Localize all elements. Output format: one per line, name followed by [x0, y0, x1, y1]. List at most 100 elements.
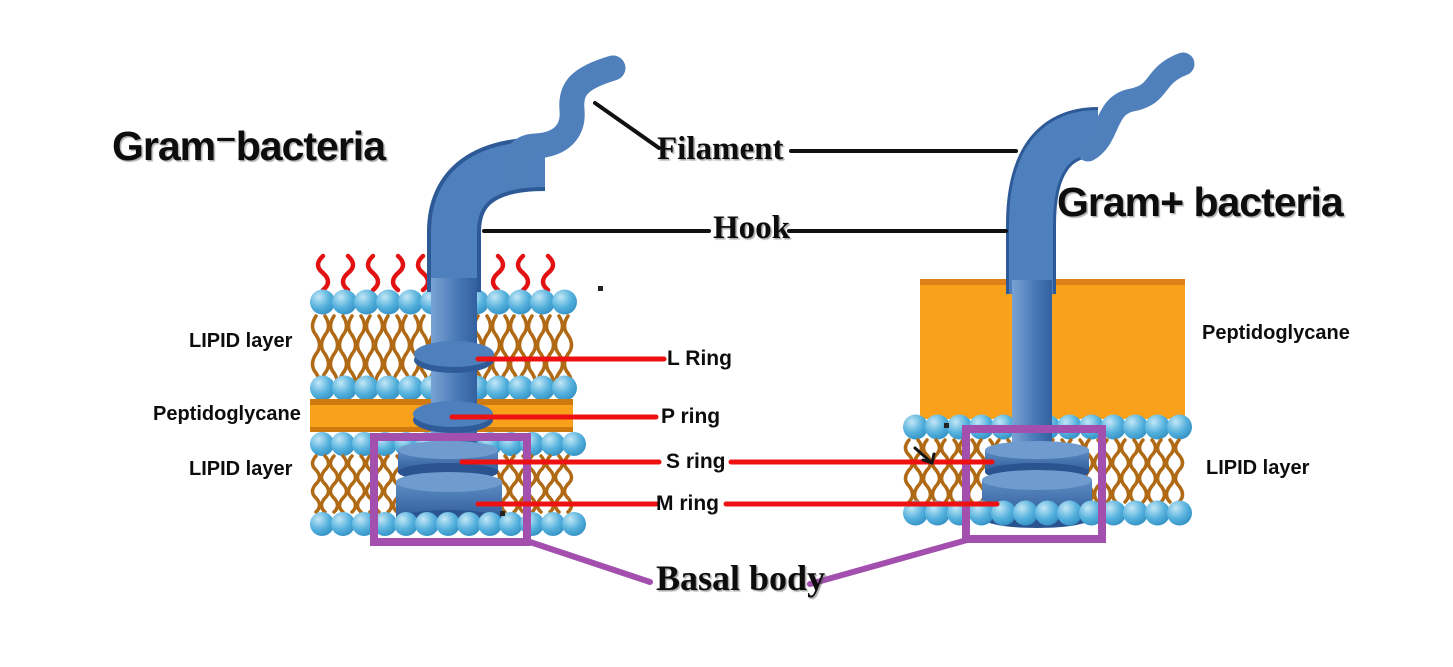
- lps-squiggle-icon: [340, 253, 356, 293]
- lipid-tail-icon: [373, 314, 385, 356]
- lipid-tail-icon: [1155, 468, 1167, 504]
- lipid-tail-icon: [939, 438, 951, 472]
- lipid-tail-icon: [1146, 438, 1158, 472]
- lipid-tail-icon: [1164, 468, 1176, 504]
- lipid-head-icon: [1057, 500, 1082, 526]
- p-ring-shape: [413, 401, 493, 427]
- lipid-head-icon: [331, 512, 355, 536]
- basal-body-label: Basal body: [656, 558, 826, 598]
- lipid-tail-icon: [562, 482, 574, 514]
- lipid-tail-icon: [1173, 438, 1185, 472]
- lipid-head-icon: [478, 512, 502, 536]
- lipid-tail-icon: [975, 438, 987, 472]
- lipid-tail-icon: [319, 482, 331, 514]
- lipid-tail-icon: [1137, 468, 1149, 504]
- lipid-tail-icon: [1137, 438, 1149, 472]
- lipid-tail-icon: [346, 314, 358, 356]
- filament-pointer-line-left: [593, 101, 661, 150]
- lipid-tail-icon: [930, 468, 942, 504]
- lipid-tail-icon: [562, 314, 574, 356]
- lipid-tail-icon: [1173, 468, 1185, 504]
- lipid-head-icon: [530, 289, 555, 315]
- lipid-tail-icon: [939, 468, 951, 504]
- left-peptidoglycan-label: Peptidoglycane: [153, 403, 301, 425]
- lipid-tail-icon: [355, 314, 367, 356]
- lipid-head-icon: [969, 500, 994, 526]
- lipid-tail-icon: [400, 314, 412, 356]
- left-lipid-layer-bottom-label: LIPID layer: [189, 458, 293, 480]
- lipid-tail-icon: [337, 454, 349, 486]
- lipid-head-icon: [310, 432, 334, 456]
- lipid-tail-icon: [526, 314, 538, 356]
- title-gram-negative: Gram⁻bacteria: [112, 123, 386, 169]
- basal-disc: [396, 472, 502, 492]
- speck-dot: [944, 423, 949, 428]
- lipid-tail-icon: [319, 454, 331, 486]
- lipid-head-icon: [530, 375, 555, 401]
- lipid-head-icon: [562, 512, 586, 536]
- lipid-head-icon: [499, 512, 523, 536]
- lipid-tail-icon: [912, 468, 924, 504]
- lipid-tail-icon: [535, 314, 547, 356]
- filament-shape: [1076, 52, 1195, 162]
- lipid-tail-icon: [382, 482, 394, 514]
- lipid-head-icon: [925, 500, 950, 526]
- lipid-head-icon: [991, 500, 1016, 526]
- lipid-tail-icon: [391, 314, 403, 356]
- lipid-head-icon: [1079, 500, 1104, 526]
- gram-negative-inner-leaflet: [310, 512, 586, 536]
- basal-disc: [398, 441, 498, 459]
- lipid-tail-icon: [508, 314, 520, 356]
- lipid-head-icon: [541, 432, 565, 456]
- hook-label: Hook: [713, 210, 791, 246]
- lipid-tail-icon: [310, 482, 322, 514]
- lipid-tail-icon: [535, 482, 547, 514]
- lipid-head-icon: [562, 432, 586, 456]
- p-ring-label: P ring: [661, 405, 721, 428]
- lipid-head-icon: [552, 375, 577, 401]
- speck-dot: [598, 286, 603, 291]
- lipid-head-icon: [925, 414, 950, 440]
- lipid-head-icon: [1167, 500, 1192, 526]
- lipid-head-icon: [331, 432, 355, 456]
- hook-shape: [1009, 110, 1100, 294]
- lipid-tail-icon: [903, 468, 915, 504]
- filament-label: Filament: [657, 131, 784, 167]
- lipid-tail-icon: [1146, 468, 1158, 504]
- filament-shape: [503, 55, 626, 189]
- lipid-tail-icon: [1128, 468, 1140, 504]
- lipid-tail-icon: [346, 454, 358, 486]
- lipid-head-icon: [376, 375, 401, 401]
- lipid-tail-icon: [310, 454, 322, 486]
- lipid-tail-icon: [1155, 438, 1167, 472]
- lipid-head-icon: [1101, 414, 1126, 440]
- lipid-tail-icon: [948, 468, 960, 504]
- lipid-tail-icon: [499, 314, 511, 356]
- lipid-tail-icon: [1119, 468, 1131, 504]
- lipid-head-icon: [1101, 500, 1126, 526]
- lipid-head-icon: [436, 512, 460, 536]
- lipid-head-icon: [1167, 414, 1192, 440]
- lipid-head-icon: [415, 512, 439, 536]
- lipid-tail-icon: [517, 314, 529, 356]
- lipid-tail-icon: [1110, 468, 1122, 504]
- lipid-head-icon: [332, 289, 357, 315]
- lipid-tail-icon: [328, 482, 340, 514]
- lipid-tail-icon: [544, 482, 556, 514]
- lipid-tail-icon: [346, 482, 358, 514]
- lipid-head-icon: [457, 512, 481, 536]
- lps-squiggle-icon: [490, 253, 506, 293]
- lipid-head-icon: [486, 375, 511, 401]
- lipid-head-icon: [903, 414, 928, 440]
- right-peptidoglycan-label: Peptidoglycane: [1202, 322, 1350, 344]
- lps-squiggle-icon: [540, 253, 556, 293]
- lipid-tail-icon: [544, 314, 556, 356]
- left-lipid-layer-top-label: LIPID layer: [189, 330, 293, 352]
- lps-squiggle-icon: [365, 253, 381, 293]
- peptidoglycan-wall: [920, 279, 1185, 419]
- lipid-head-icon: [310, 289, 335, 315]
- lipid-tail-icon: [319, 314, 331, 356]
- title-gram-positive: Gram+ bacteria: [1057, 179, 1344, 225]
